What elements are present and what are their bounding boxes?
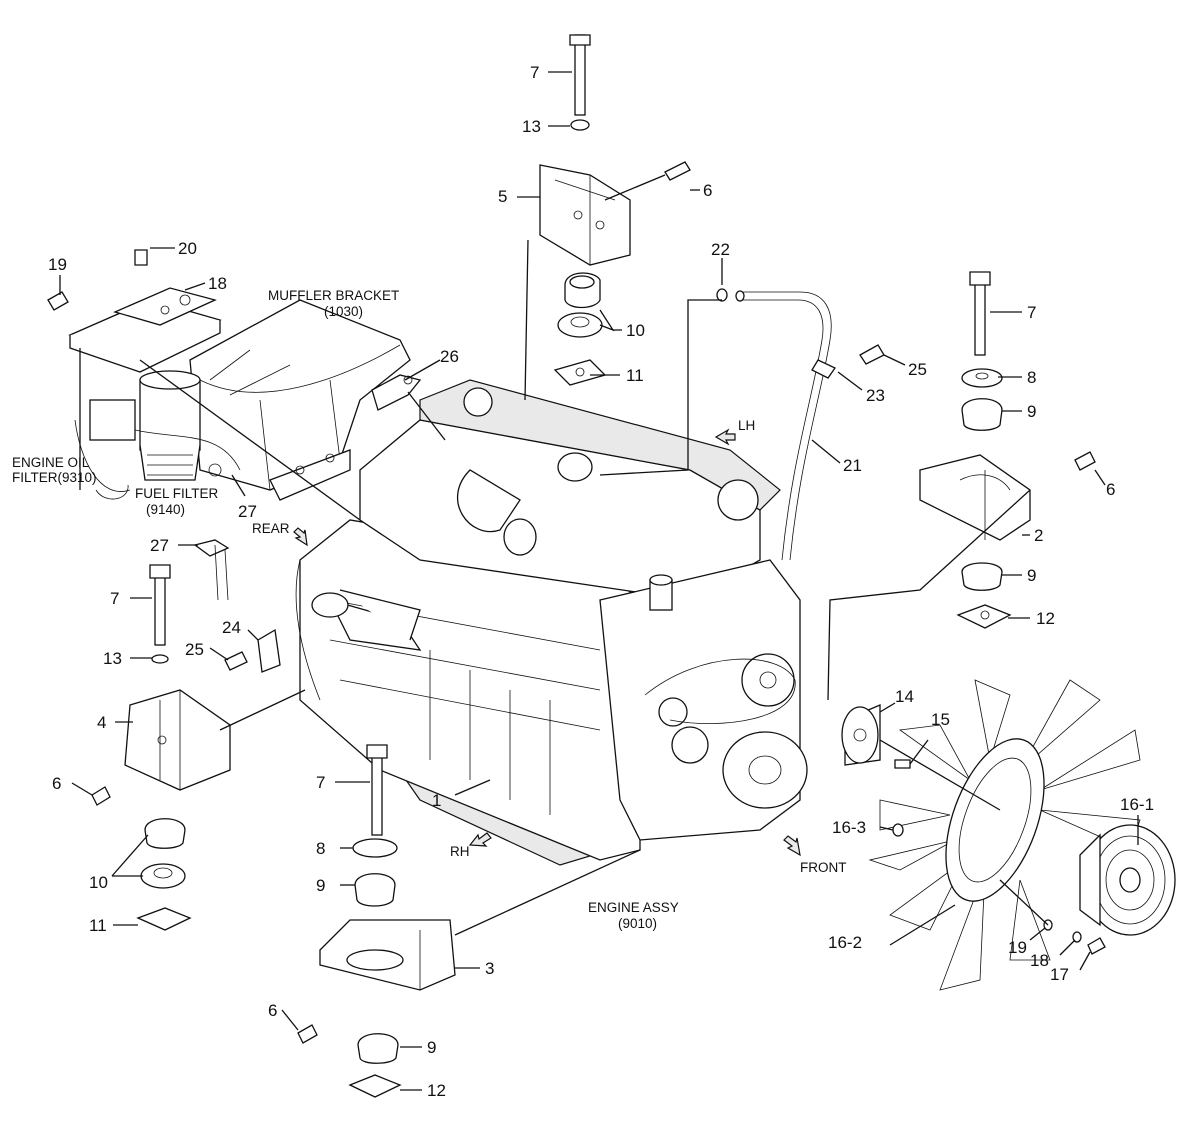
engine-assy-code: (9010) bbox=[618, 916, 657, 931]
engine-oil-label: ENGINE OIL bbox=[12, 455, 90, 470]
rh-label: RH bbox=[450, 844, 470, 859]
callout-4: 4 bbox=[97, 713, 106, 732]
callout-11-left: 11 bbox=[89, 916, 107, 935]
callout-18: 18 bbox=[1030, 951, 1049, 970]
callout-27-top: 25 bbox=[908, 360, 927, 379]
callout-12-bottom: 12 bbox=[427, 1081, 446, 1100]
callout-26: 24 bbox=[222, 618, 241, 637]
callout-6-bottom: 6 bbox=[268, 1001, 277, 1020]
fuel-filter-label: FUEL FILTER bbox=[135, 486, 219, 501]
lh-arrow-icon bbox=[714, 428, 736, 446]
callout-11-top: 11 bbox=[626, 366, 644, 385]
text-labels: MUFFLER BRACKET (1030) ENGINE OIL FILTER… bbox=[12, 288, 847, 931]
rear-arrow-icon bbox=[293, 527, 308, 547]
callout-16-3: 16-3 bbox=[832, 818, 866, 837]
callout-24: 22 bbox=[711, 240, 730, 259]
callout-9-right-bottom: 9 bbox=[1027, 566, 1036, 585]
fuel-filter-code: (9140) bbox=[146, 502, 185, 517]
callout-17: 17 bbox=[1050, 965, 1069, 984]
bottom-mount-group bbox=[297, 744, 456, 1098]
callout-labels: 7 13 5 6 10 11 22 23 25 21 7 8 9 6 2 9 1… bbox=[48, 63, 1154, 1100]
callout-29-upper: 27 bbox=[238, 502, 257, 521]
small-brackets bbox=[47, 249, 422, 673]
engine-oil-filter-label: FILTER(9310) bbox=[12, 470, 97, 485]
callout-7-bottom: 7 bbox=[316, 773, 325, 792]
callout-13-left: 13 bbox=[103, 649, 122, 668]
callout-10-top: 10 bbox=[626, 321, 645, 340]
direction-arrows bbox=[293, 428, 801, 857]
callout-3: 3 bbox=[485, 959, 494, 978]
callout-6-top: 6 bbox=[703, 181, 712, 200]
callout-14: 14 bbox=[895, 687, 914, 706]
callout-20: 18 bbox=[208, 274, 227, 293]
leader-lines bbox=[59, 71, 1139, 1091]
callout-6-left: 6 bbox=[52, 774, 61, 793]
front-arrow-icon bbox=[783, 835, 801, 857]
rear-label: REAR bbox=[252, 521, 290, 536]
callout-6-right: 6 bbox=[1106, 480, 1115, 499]
muffler-bracket bbox=[189, 299, 411, 501]
callout-21: 19 bbox=[48, 255, 67, 274]
callout-8-bottom: 8 bbox=[316, 839, 325, 858]
gauge-pipe bbox=[716, 288, 885, 561]
fan-assembly bbox=[841, 679, 1176, 991]
engine-assembly bbox=[295, 379, 808, 866]
callout-10-left: 10 bbox=[89, 873, 108, 892]
callout-22: 20 bbox=[178, 239, 197, 258]
callout-12-right: 12 bbox=[1036, 609, 1055, 628]
filter-group bbox=[68, 287, 241, 492]
callout-9-bottom: 9 bbox=[427, 1038, 436, 1057]
front-label: FRONT bbox=[800, 860, 847, 875]
callout-2: 2 bbox=[1034, 526, 1043, 545]
muffler-bracket-code: (1030) bbox=[324, 304, 363, 319]
left-mount-group bbox=[91, 564, 231, 931]
right-mount-group bbox=[919, 271, 1096, 629]
callout-28: 26 bbox=[440, 347, 459, 366]
callout-15: 15 bbox=[931, 710, 950, 729]
rh-arrow-icon bbox=[468, 832, 492, 847]
callout-1: 1 bbox=[432, 791, 441, 810]
callout-7-top: 7 bbox=[530, 63, 539, 82]
callout-13-top: 13 bbox=[522, 117, 541, 136]
top-mount-group bbox=[539, 34, 691, 386]
callout-16-2: 16-2 bbox=[828, 933, 862, 952]
callout-27-left: 25 bbox=[185, 640, 204, 659]
callout-16-1: 16-1 bbox=[1120, 795, 1154, 814]
callout-7-right: 7 bbox=[1027, 303, 1036, 322]
callout-23: 21 bbox=[843, 456, 862, 475]
callout-5: 5 bbox=[498, 187, 507, 206]
callout-29-lower: 27 bbox=[150, 536, 169, 555]
callout-25: 23 bbox=[866, 386, 885, 405]
lh-label: LH bbox=[738, 418, 755, 433]
callout-7-left: 7 bbox=[110, 589, 119, 608]
callout-8-right: 8 bbox=[1027, 368, 1036, 387]
callout-9-bottom-top: 9 bbox=[316, 876, 325, 895]
callout-9-right-top: 9 bbox=[1027, 402, 1036, 421]
callout-19: 19 bbox=[1008, 938, 1027, 957]
engine-assy-label: ENGINE ASSY bbox=[588, 900, 679, 915]
muffler-bracket-label: MUFFLER BRACKET bbox=[268, 288, 399, 303]
